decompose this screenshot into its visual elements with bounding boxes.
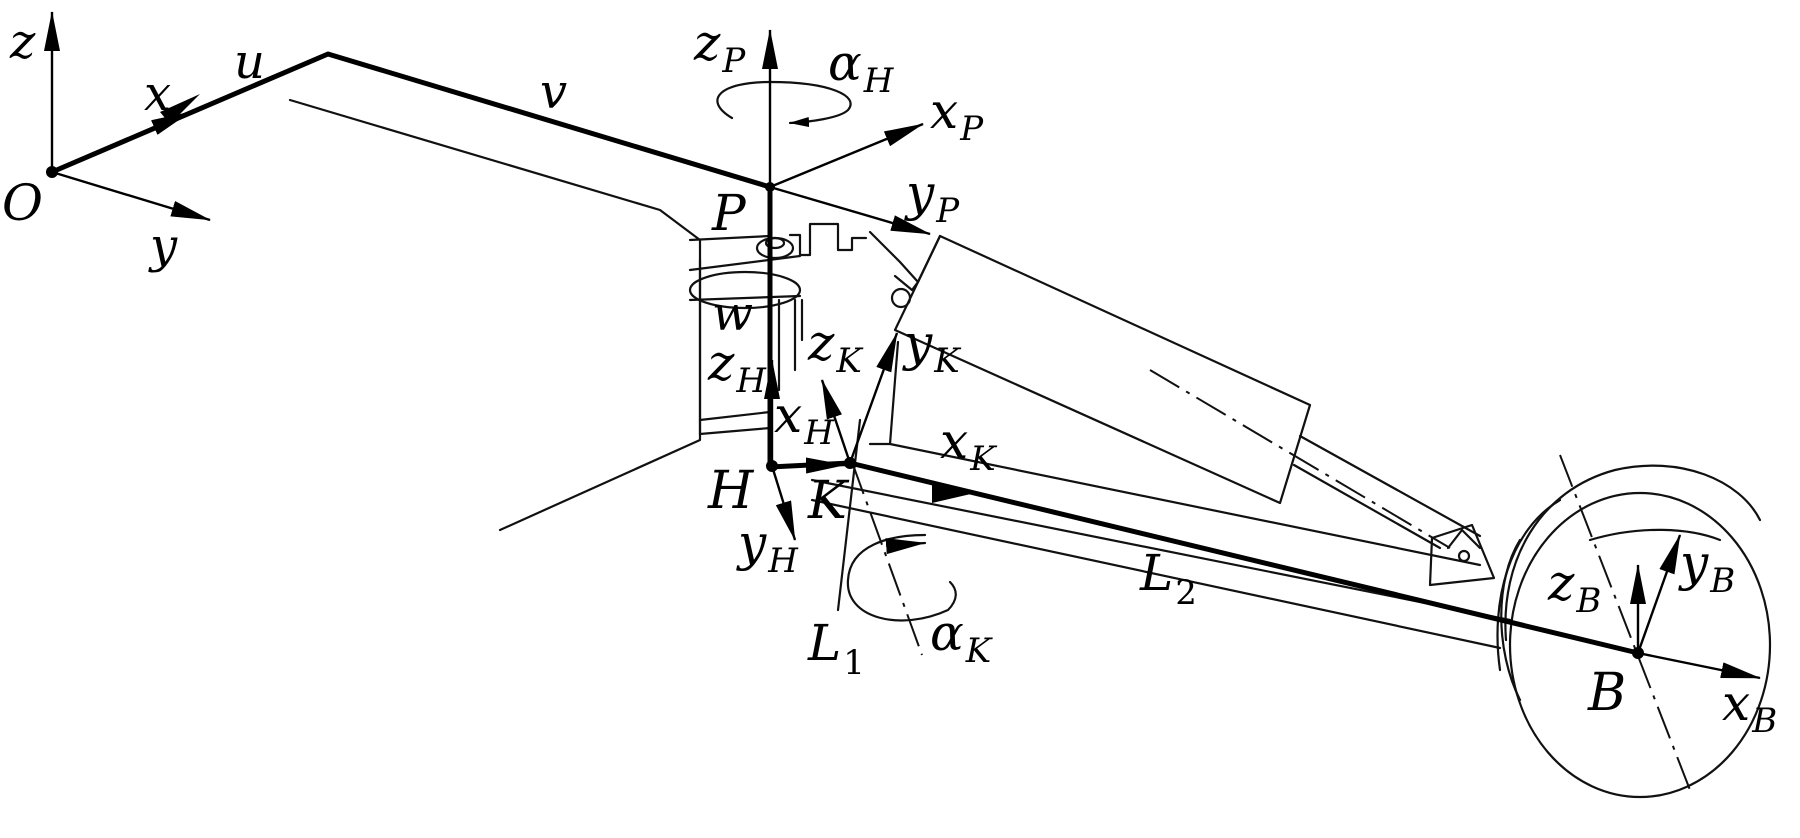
machine-body-outline [288, 98, 802, 532]
label-alphaH: αH [828, 34, 895, 101]
hydraulic-cylinder [893, 234, 1496, 587]
label-origin: O [2, 174, 43, 232]
y-axis-k [848, 332, 899, 464]
label-B: B [1587, 663, 1626, 723]
label-L1: L1 [807, 614, 865, 683]
label-H: H [707, 461, 755, 521]
label-u: u [234, 34, 265, 90]
label-P: P [711, 184, 747, 242]
axes [44, 11, 1761, 680]
rotation-arcs [716, 80, 957, 622]
label-yK: yK [902, 314, 962, 381]
centre-lines [851, 461, 923, 656]
label-yP: yP [904, 164, 960, 231]
label-xB: xB [1722, 674, 1777, 741]
label-y-origin: y [148, 218, 178, 274]
label-w: w [712, 286, 753, 342]
y-axis-b [1636, 534, 1682, 654]
x-axis-p [769, 122, 924, 189]
label-alphaK: αK [930, 604, 994, 671]
x-axis-u-arrowhead [160, 94, 200, 124]
label-z-origin: z [9, 14, 36, 70]
label-xH: xH [774, 386, 835, 453]
label-zK: zK [807, 314, 864, 381]
y-axis-p [769, 185, 931, 236]
label-v: v [540, 64, 567, 120]
label-yB: yB [1678, 534, 1735, 601]
y-axis-h [770, 465, 797, 541]
label-yH: yH [736, 514, 799, 581]
label-xK: xK [940, 412, 998, 479]
label-zB: zB [1547, 554, 1601, 621]
x-axis-h [771, 457, 846, 474]
x-axis-k-arrowhead [932, 483, 975, 503]
label-zP: zP [693, 14, 746, 81]
label-zH: zH [707, 334, 767, 401]
label-L2: L2 [1139, 544, 1197, 613]
z-axis-k [820, 379, 852, 464]
x-axis-origin [51, 110, 191, 174]
label-xP: xP [930, 82, 984, 149]
labels: z x y O u v w zP αH xP P yP zH zK yK xH … [2, 14, 1777, 741]
label-x-origin: x [144, 66, 171, 122]
wheel [1496, 454, 1772, 799]
boom-arm [810, 340, 1512, 650]
y-axis-origin [51, 170, 211, 222]
x-axis-b [1637, 651, 1761, 680]
label-K: K [807, 471, 850, 531]
